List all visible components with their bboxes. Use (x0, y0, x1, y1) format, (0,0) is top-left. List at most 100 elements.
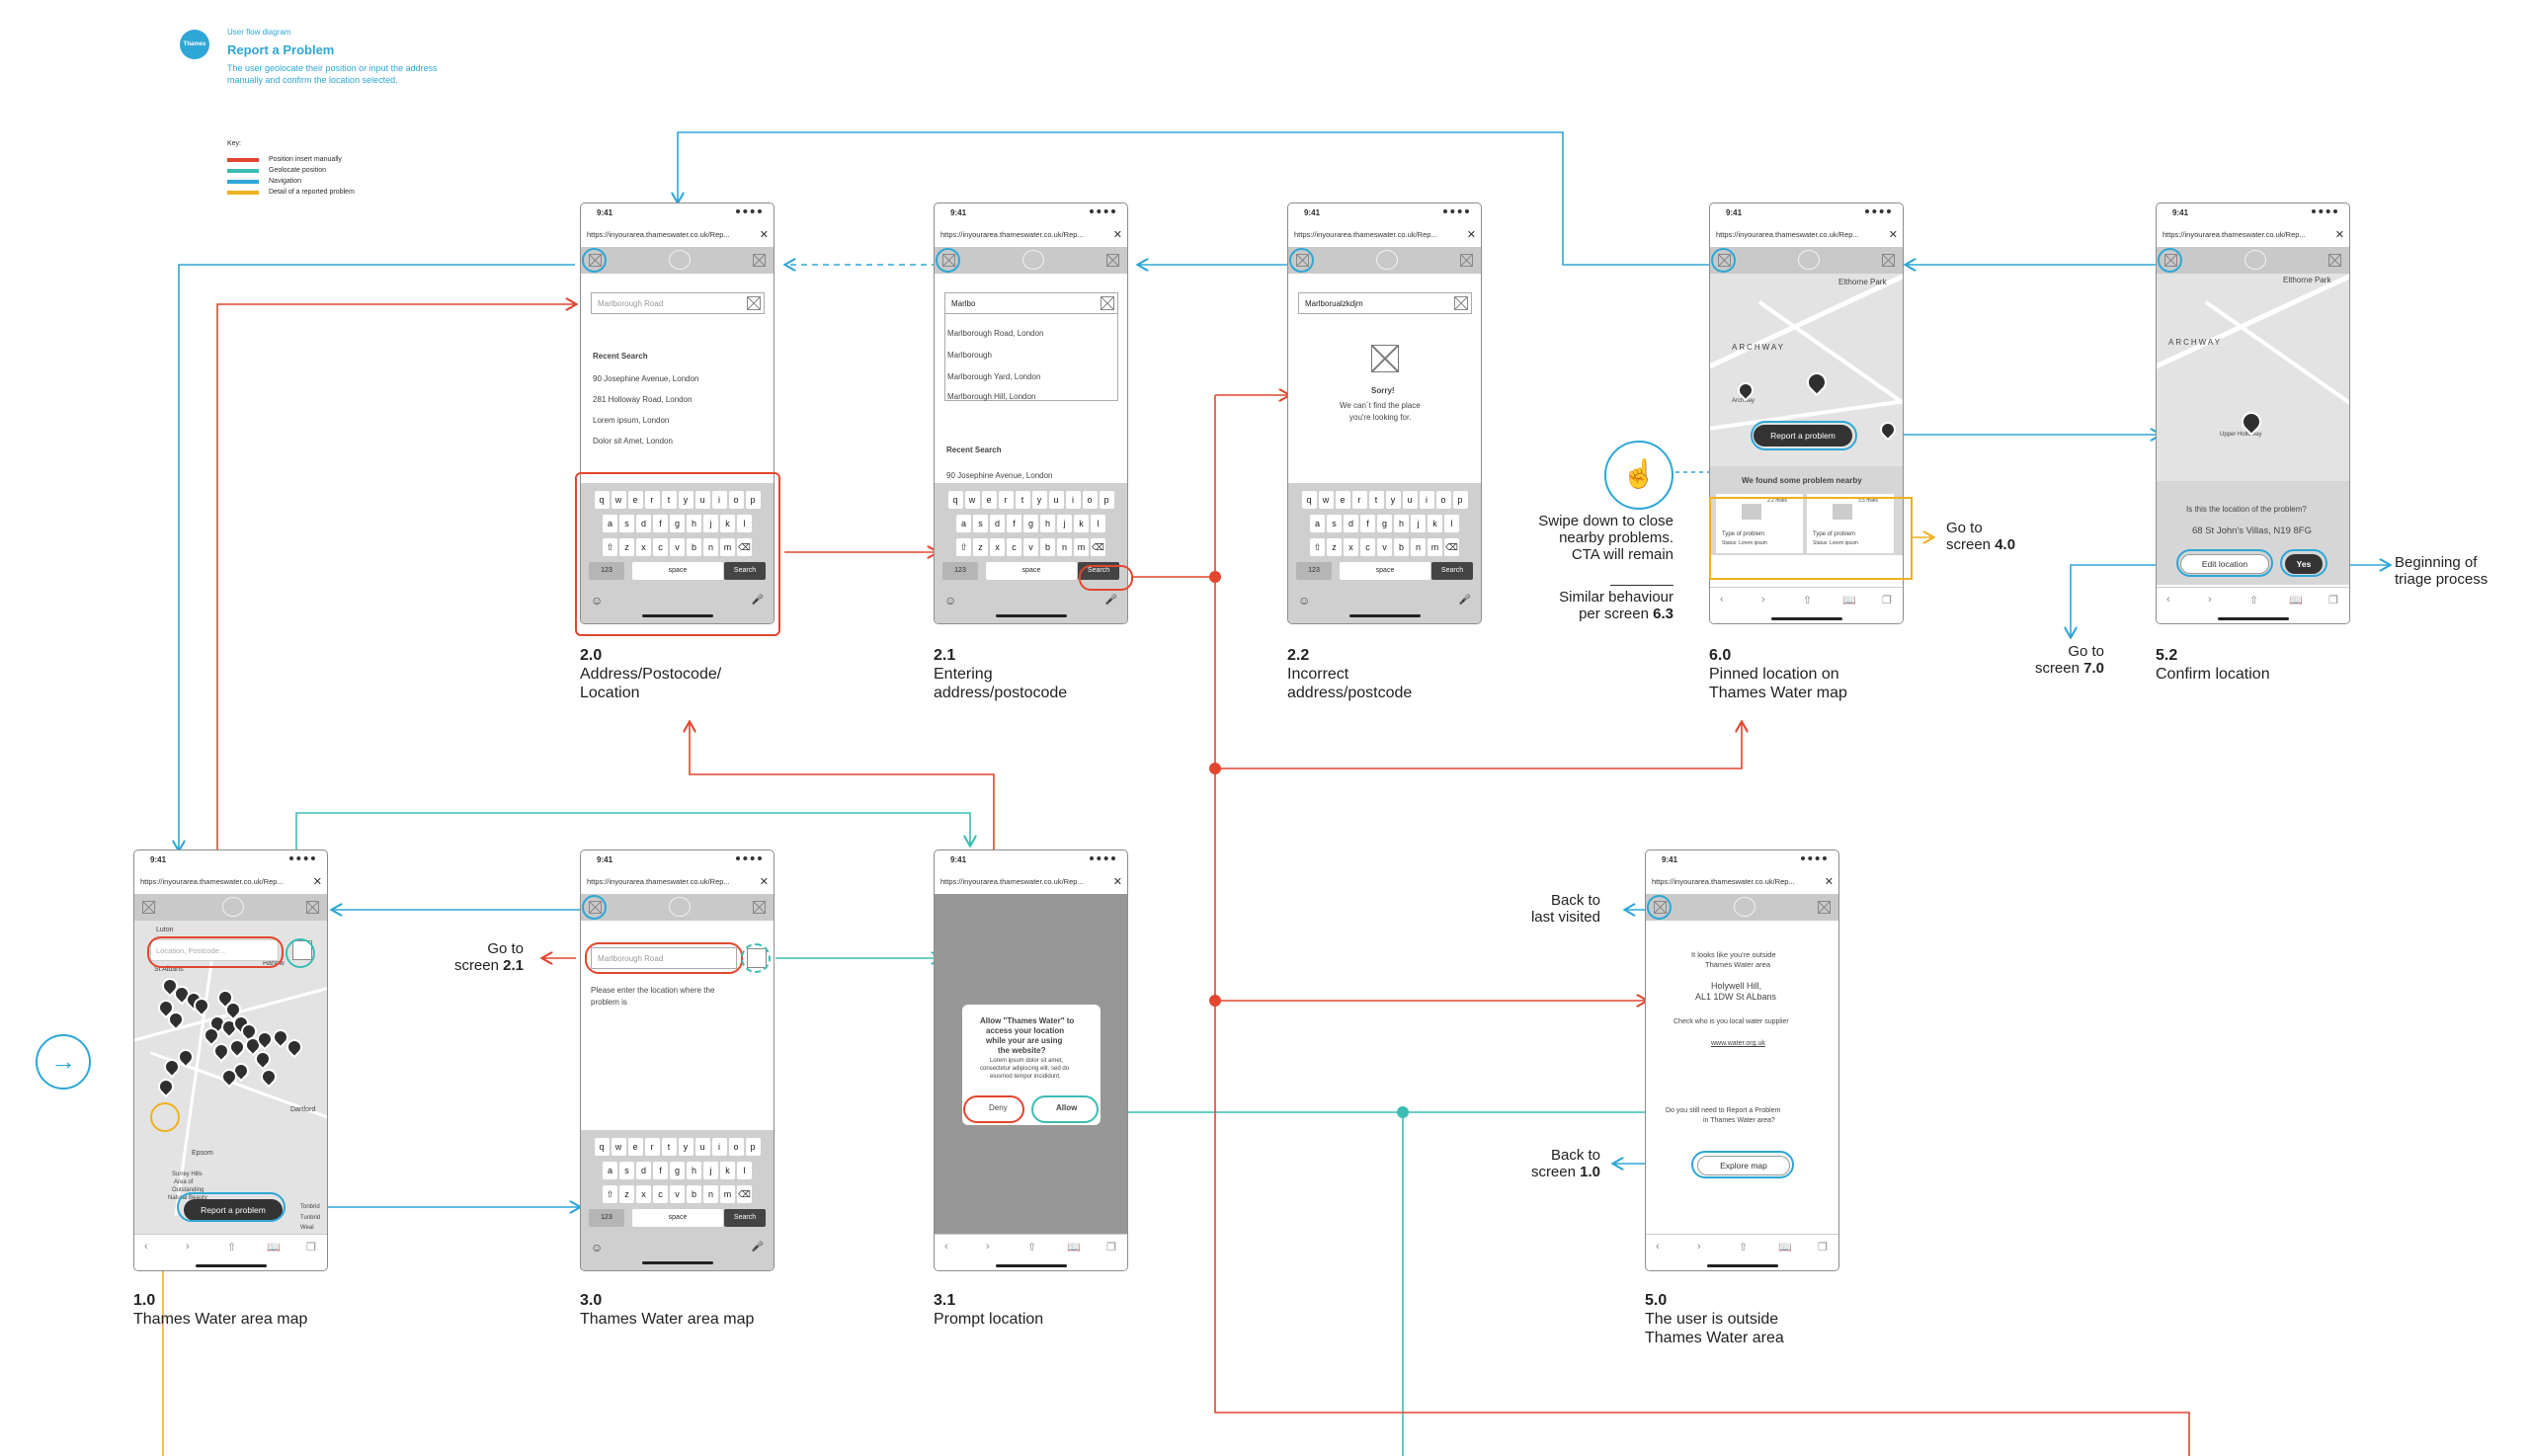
url-bar[interactable]: https://inyourarea.thameswater.co.uk/Rep… (1716, 230, 1898, 241)
keyboard-key[interactable]: p (1099, 491, 1114, 509)
forward-arrow-icon[interactable]: › (1761, 594, 1765, 606)
search-input[interactable]: Marlborough Road (591, 947, 737, 969)
close-icon[interactable]: ✕ (1888, 230, 1898, 241)
map-view[interactable]: ARCHWAY Elthorne Park Upper Holloway (2157, 274, 2349, 481)
keyboard-key[interactable]: d (990, 515, 1005, 532)
number-key[interactable]: 123 (589, 1209, 624, 1227)
tabs-icon[interactable]: ❐ (1882, 595, 1892, 607)
keyboard-key[interactable]: x (636, 538, 651, 556)
keyboard-key[interactable]: n (703, 1185, 718, 1203)
bookmarks-icon[interactable]: 📖 (1842, 595, 1856, 607)
search-key[interactable]: Search (1431, 562, 1473, 580)
keyboard-key[interactable]: l (1444, 515, 1459, 532)
yes-button[interactable]: Yes (2285, 554, 2323, 574)
recent-item[interactable]: 281 Holloway Road, London (593, 395, 693, 404)
url-bar[interactable]: https://inyourarea.thameswater.co.uk/Rep… (587, 230, 769, 241)
url-bar[interactable]: https://inyourarea.thameswater.co.uk/Rep… (940, 230, 1122, 241)
report-problem-button[interactable]: Report a problem (184, 1199, 283, 1221)
keyboard-key[interactable]: f (653, 1162, 668, 1179)
deny-button[interactable]: Deny (989, 1103, 1008, 1112)
keyboard-key[interactable]: t (1015, 491, 1030, 509)
tabs-icon[interactable]: ❐ (306, 1242, 316, 1254)
close-icon[interactable]: ✕ (759, 230, 769, 241)
keyboard-key[interactable]: q (594, 1138, 610, 1156)
recent-item[interactable]: 90 Josephine Avenue, London (946, 471, 1053, 480)
close-icon[interactable]: ✕ (312, 877, 322, 888)
bookmarks-icon[interactable]: 📖 (1778, 1242, 1792, 1254)
back-arrow-icon[interactable]: ‹ (144, 1241, 148, 1253)
keyboard-key[interactable]: c (653, 1185, 668, 1203)
back-arrow-icon[interactable]: ‹ (1720, 594, 1724, 606)
flow-start-arrow-icon[interactable]: → (36, 1034, 91, 1090)
share-icon[interactable]: ⇧ (1803, 595, 1813, 607)
keyboard-key[interactable]: p (745, 1138, 761, 1156)
keyboard-key[interactable]: c (1007, 538, 1021, 556)
bookmarks-icon[interactable]: 📖 (1067, 1242, 1081, 1254)
recent-item[interactable]: Dolor sit Amet, London (593, 437, 673, 445)
keyboard-key[interactable]: n (703, 538, 718, 556)
keyboard-key[interactable]: ⇧ (1310, 538, 1325, 556)
suggestion-item[interactable]: Marlborough (947, 351, 992, 360)
close-icon[interactable]: ✕ (1112, 877, 1122, 888)
recent-item[interactable]: 90 Josephine Avenue, London (593, 374, 699, 383)
keyboard-key[interactable]: k (720, 515, 735, 532)
keyboard-key[interactable]: o (728, 491, 744, 509)
keyboard-key[interactable]: h (687, 1162, 701, 1179)
keyboard-key[interactable]: f (1360, 515, 1375, 532)
microphone-icon[interactable]: 🎤 (751, 1242, 764, 1253)
keyboard-key[interactable]: u (1048, 491, 1064, 509)
space-key[interactable]: space (632, 1209, 723, 1227)
share-icon[interactable]: ⇧ (227, 1242, 237, 1254)
report-problem-button[interactable]: Report a problem (1754, 425, 1852, 446)
keyboard-key[interactable]: h (687, 515, 701, 532)
keyboard-key[interactable]: p (1452, 491, 1468, 509)
keyboard-key[interactable]: h (1040, 515, 1055, 532)
back-arrow-icon[interactable]: ‹ (944, 1241, 948, 1253)
keyboard-key[interactable]: w (1318, 491, 1334, 509)
back-icon[interactable] (142, 901, 155, 914)
forward-arrow-icon[interactable]: › (1697, 1241, 1701, 1253)
keyboard-key[interactable]: s (973, 515, 988, 532)
keyboard-key[interactable]: v (1023, 538, 1038, 556)
keyboard-key[interactable]: n (1057, 538, 1072, 556)
search-input[interactable]: Marlbo (944, 292, 1118, 314)
keyboard-key[interactable]: x (636, 1185, 651, 1203)
search-key[interactable]: Search (724, 1209, 766, 1227)
menu-icon[interactable] (753, 901, 766, 914)
keyboard-key[interactable]: t (661, 491, 677, 509)
keyboard-key[interactable]: ⇧ (603, 1185, 617, 1203)
keyboard-key[interactable]: i (711, 1138, 727, 1156)
keyboard-key[interactable]: k (1428, 515, 1442, 532)
menu-icon[interactable] (753, 254, 766, 267)
keyboard-key[interactable]: d (636, 515, 651, 532)
share-icon[interactable]: ⇧ (2249, 595, 2259, 607)
clear-icon[interactable] (747, 296, 761, 310)
keyboard-key[interactable]: b (1394, 538, 1409, 556)
allow-button[interactable]: Allow (1056, 1103, 1078, 1112)
keyboard-key[interactable]: z (973, 538, 988, 556)
keyboard-key[interactable]: a (956, 515, 971, 532)
search-input[interactable]: Marlborough Road (591, 292, 765, 314)
keyboard-key[interactable]: v (670, 538, 685, 556)
keyboard-key[interactable]: u (694, 1138, 710, 1156)
keyboard-key[interactable]: ⌫ (1091, 538, 1105, 556)
keyboard-key[interactable]: r (998, 491, 1014, 509)
microphone-icon[interactable]: 🎤 (1458, 595, 1471, 606)
menu-icon[interactable] (2328, 254, 2341, 267)
menu-icon[interactable] (306, 901, 319, 914)
keyboard-key[interactable]: f (1007, 515, 1021, 532)
keyboard-key[interactable]: e (627, 491, 643, 509)
url-bar[interactable]: https://inyourarea.thameswater.co.uk/Rep… (940, 877, 1122, 888)
keyboard-key[interactable]: o (1435, 491, 1451, 509)
problem-pin-icon[interactable] (1876, 418, 1900, 442)
number-key[interactable]: 123 (589, 562, 624, 580)
keyboard-key[interactable]: i (1419, 491, 1434, 509)
space-key[interactable]: space (986, 562, 1077, 580)
share-icon[interactable]: ⇧ (1027, 1242, 1037, 1254)
keyboard-key[interactable]: z (619, 1185, 634, 1203)
keyboard-key[interactable]: w (611, 1138, 626, 1156)
